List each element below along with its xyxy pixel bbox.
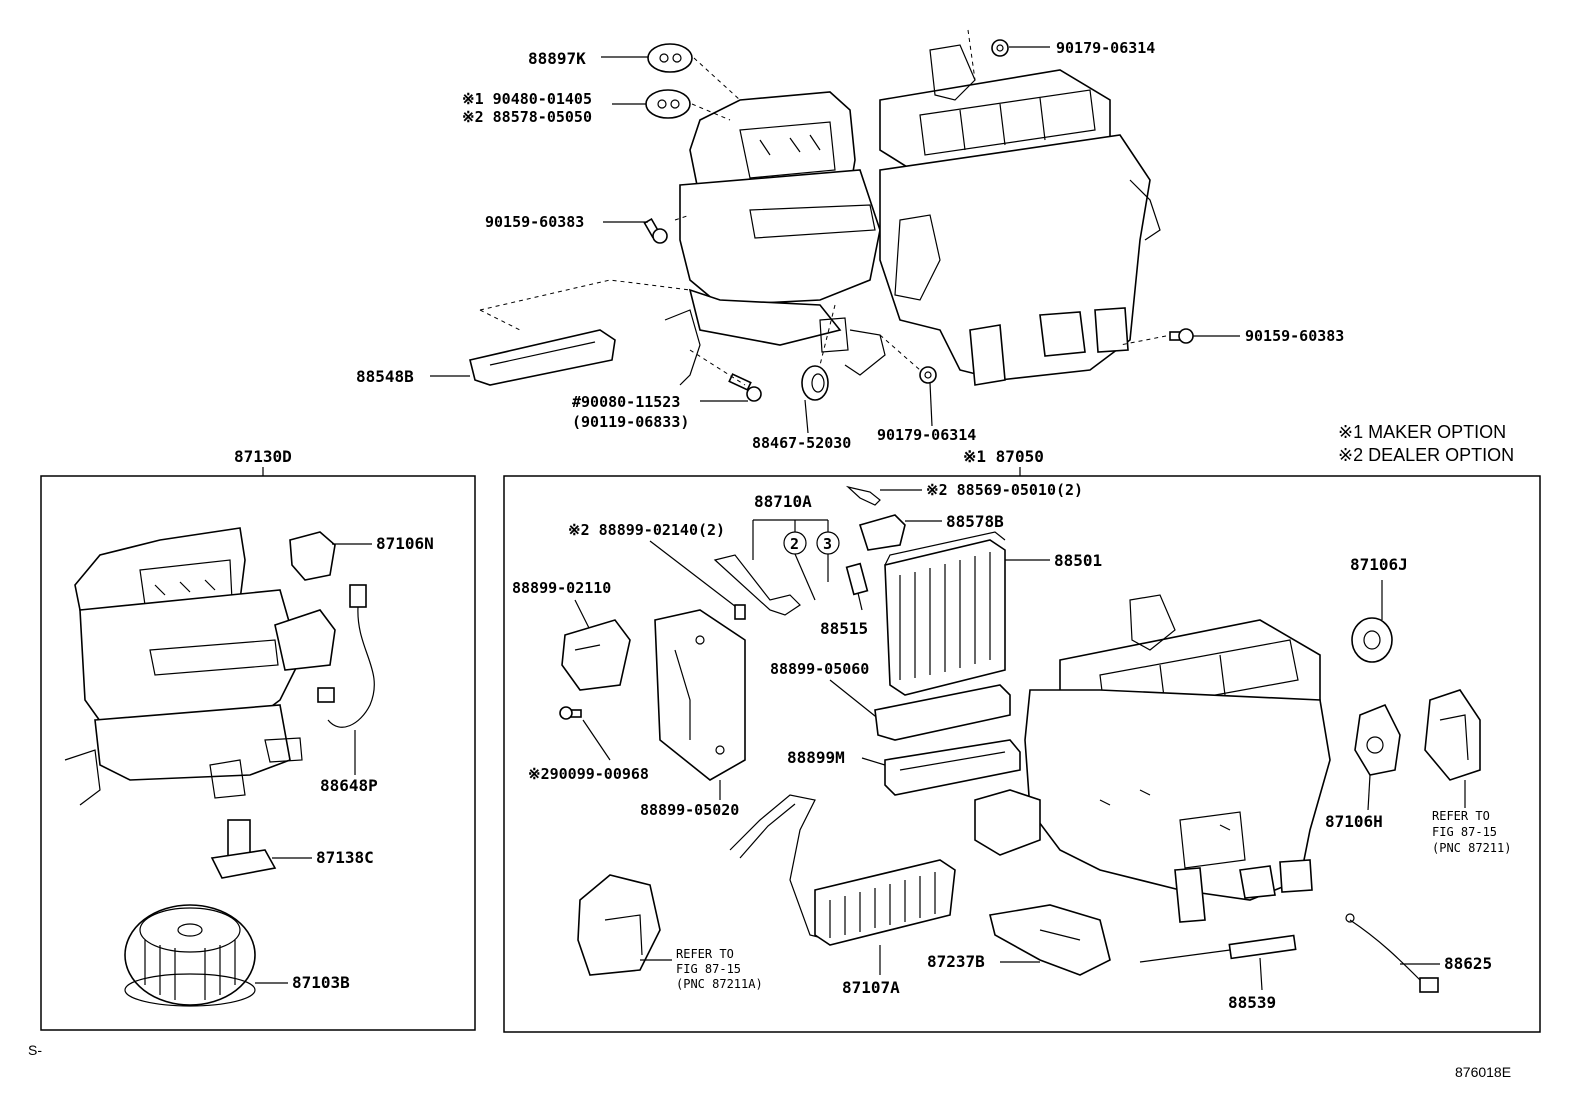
top-hvac-assembly: [664, 44, 1161, 386]
label-88515: 88515: [820, 619, 868, 638]
label-88899-02140: ※2 88899-02140(2): [568, 521, 725, 539]
label-90480: ※1 90480-01405: [462, 90, 592, 108]
label-88569: ※2 88569-05010(2): [926, 481, 1083, 499]
figure-code: 876018E: [1455, 1064, 1511, 1080]
label-87103b: 87103B: [292, 973, 350, 992]
label-90080: #90080-11523: [572, 393, 680, 411]
label-87138c: 87138C: [316, 848, 374, 867]
servo-87106h: [1354, 703, 1401, 776]
heater-case-assembly: [974, 594, 1331, 923]
clip-88569: [845, 485, 881, 506]
label-87106h: 87106H: [1325, 812, 1383, 831]
seal-88899m: [884, 739, 1021, 796]
servo-87106j: [1351, 617, 1393, 663]
legend-dealer-option: ※2 DEALER OPTION: [1338, 445, 1514, 465]
sensor-88539: [1139, 934, 1297, 963]
label-circle-2: 2: [790, 535, 799, 553]
label-88578: ※2 88578-05050: [462, 108, 592, 126]
refer1-line3: (PNC 87211): [1432, 841, 1511, 855]
label-90159-left: 90159-60383: [485, 213, 584, 231]
label-88625: 88625: [1444, 954, 1492, 973]
left-box-title: 87130D: [234, 447, 292, 466]
label-88467: 88467-52030: [752, 434, 851, 452]
label-88899-02110: 88899-02110: [512, 579, 611, 597]
valve-88710a: [713, 554, 801, 620]
label-87106n: 87106N: [376, 534, 434, 553]
duct-88548b: [469, 329, 616, 386]
label-87106j: 87106J: [1350, 555, 1408, 574]
label-88578b: 88578B: [946, 512, 1004, 531]
grommet-88897k: [647, 43, 693, 73]
label-87237b: 87237B: [927, 952, 985, 971]
refer2-line1: REFER TO: [676, 947, 734, 961]
label-90179-bottom: 90179-06314: [877, 426, 976, 444]
heater-core-87107a: [729, 794, 956, 946]
label-87107a: 87107A: [842, 978, 900, 997]
label-88548b: 88548B: [356, 367, 414, 386]
refer2-line3: (PNC 87211A): [676, 977, 763, 991]
bolt-90159-right: [1169, 328, 1194, 344]
sensor-88625: [1345, 913, 1439, 993]
nut-90179-bottom: [919, 366, 937, 384]
label-90099: ※290099-00968: [528, 765, 649, 783]
label-90179-top: 90179-06314: [1056, 39, 1155, 57]
refer2-line2: FIG 87-15: [676, 962, 741, 976]
label-88899-05020: 88899-05020: [640, 801, 739, 819]
resistor-87138c: [210, 819, 277, 879]
label-88501: 88501: [1054, 551, 1102, 570]
grommet-88467: [801, 365, 829, 401]
footer-left: S-: [28, 1042, 42, 1058]
cover-88578b: [858, 514, 906, 551]
grommet-90480: [645, 89, 691, 119]
refer1-line1: REFER TO: [1432, 809, 1490, 823]
duct-87211a: [577, 874, 661, 976]
label-88710a: 88710A: [754, 492, 812, 511]
screw-90099: [559, 706, 582, 720]
actuator-88899-02110: [561, 619, 631, 691]
cover-88899-05020: [654, 609, 746, 781]
label-88899-05060: 88899-05060: [770, 660, 869, 678]
motor-87103b: [124, 904, 256, 1007]
right-box-title: ※1 87050: [963, 447, 1044, 466]
label-88897k: 88897K: [528, 49, 586, 68]
servo-87106n: [289, 531, 336, 581]
evaporator-88501: [884, 531, 1006, 696]
label-90159-right: 90159-60383: [1245, 327, 1344, 345]
seal-88899-05060: [874, 684, 1011, 741]
blower-unit-87130d: [64, 527, 336, 806]
thermistor-88515: [845, 562, 869, 611]
label-90119: (90119-06833): [572, 413, 689, 431]
bolt-90159-left: [643, 217, 668, 244]
duct-87211: [1424, 689, 1481, 781]
legend-maker-option: ※1 MAKER OPTION: [1338, 422, 1506, 442]
bolt-90080: [728, 373, 762, 402]
refer1-line2: FIG 87-15: [1432, 825, 1497, 839]
label-88539: 88539: [1228, 993, 1276, 1012]
label-88899m: 88899M: [787, 748, 845, 767]
label-88648p: 88648P: [320, 776, 378, 795]
left-box-frame: [40, 475, 476, 1031]
label-circle-3: 3: [823, 535, 832, 553]
wire-88648p: [317, 584, 375, 728]
duct-87237b: [989, 904, 1111, 976]
right-box-frame: [503, 475, 1541, 1033]
nut-90179-top: [991, 39, 1009, 57]
